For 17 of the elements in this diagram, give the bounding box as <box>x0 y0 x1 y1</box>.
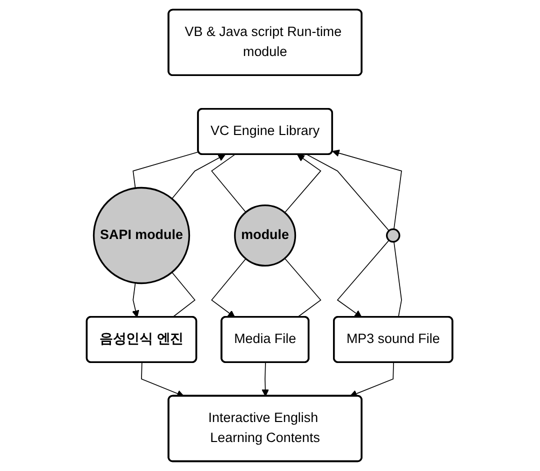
arrow <box>132 282 140 318</box>
connector <box>307 154 390 232</box>
arrow <box>350 362 394 398</box>
connector <box>394 241 402 318</box>
arrow <box>212 258 247 318</box>
arrow <box>332 150 402 230</box>
arrow <box>142 362 185 398</box>
connector <box>284 258 322 318</box>
connector <box>133 151 200 189</box>
arrow <box>337 240 390 318</box>
node-circle <box>386 228 401 243</box>
node-circle: module <box>234 204 297 267</box>
arrow <box>172 154 226 200</box>
arrow <box>262 362 270 397</box>
node-circle: SAPI module <box>93 186 191 284</box>
arrow <box>284 154 322 214</box>
connector <box>212 154 247 213</box>
